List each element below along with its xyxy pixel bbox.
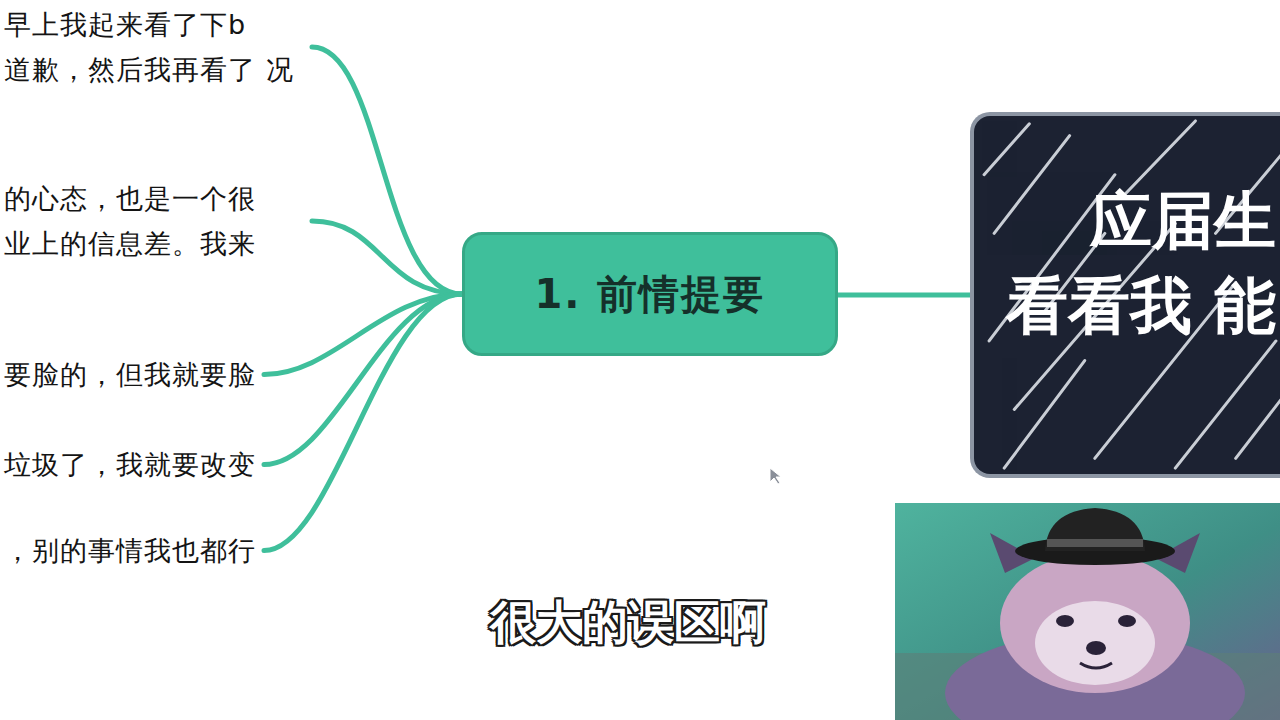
mouse-cursor bbox=[768, 466, 782, 486]
branch-line bbox=[264, 294, 462, 465]
leaf-note: 要脸的，但我就要脸 bbox=[4, 352, 256, 397]
note-text: 垃圾了，我就要改变 bbox=[4, 442, 256, 487]
stripe bbox=[984, 124, 1029, 175]
node-label: 1. 前情提要 bbox=[535, 267, 766, 322]
subtitle: 很大的误区啊 bbox=[490, 592, 766, 654]
branch-line bbox=[312, 47, 462, 294]
branch-line bbox=[838, 293, 970, 298]
branch-line bbox=[264, 294, 462, 551]
branch-box: 1. 前情提要 bbox=[462, 232, 838, 356]
node-label: 应届生 看看我 能 bbox=[974, 116, 1280, 348]
note-text: 早上我起来看了下b 道歉，然后我再看了 况 bbox=[4, 2, 304, 92]
mascot-photo bbox=[895, 503, 1280, 720]
leaf-note: 垃圾了，我就要改变 bbox=[4, 442, 256, 487]
leaf-note: 的心态，也是一个很 业上的信息差。我来 bbox=[4, 176, 304, 266]
note-text: ，别的事情我也都行 bbox=[4, 528, 256, 573]
leaf-note: 早上我起来看了下b 道歉，然后我再看了 况 bbox=[4, 2, 304, 92]
note-text: 的心态，也是一个很 业上的信息差。我来 bbox=[4, 176, 304, 266]
stripe bbox=[1004, 361, 1085, 469]
note-text: 要脸的，但我就要脸 bbox=[4, 352, 256, 397]
topic-box: 应届生 看看我 能 bbox=[970, 112, 1280, 478]
leaf-note: ，别的事情我也都行 bbox=[4, 528, 256, 573]
stripe bbox=[1236, 400, 1280, 459]
stripe bbox=[1175, 341, 1276, 468]
stripe bbox=[1125, 121, 1195, 194]
branch-line bbox=[312, 221, 462, 294]
